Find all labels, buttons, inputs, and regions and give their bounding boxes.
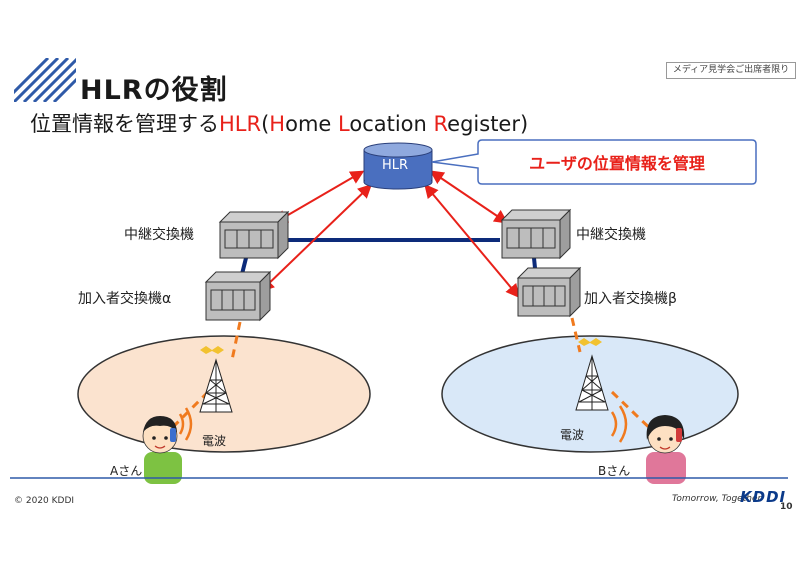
callout-box bbox=[431, 139, 757, 185]
subtitle-part: 位置情報を管理する bbox=[30, 112, 219, 136]
hlr-label: HLR bbox=[382, 158, 409, 173]
left-relay-label: 中継交換機 bbox=[124, 227, 194, 243]
subtitle-part: H bbox=[269, 112, 286, 136]
left-wave-label: 電波 bbox=[202, 434, 227, 448]
subtitle-part: ocation bbox=[349, 112, 434, 136]
left-subscriber-switch-icon bbox=[204, 270, 272, 322]
confidential-badge: メディア見学会ご出席者限り bbox=[666, 62, 796, 79]
user-b-label: Bさん bbox=[598, 464, 631, 478]
subtitle-part: HLR bbox=[219, 112, 262, 136]
left-relay-switch-icon bbox=[218, 210, 290, 260]
kddi-logo: KDDI bbox=[740, 488, 787, 506]
subtitle-part: ( bbox=[261, 112, 270, 136]
subtitle-part: egister) bbox=[447, 112, 529, 136]
left-radio-link-2 bbox=[168, 380, 220, 432]
arrow-hlr-right-subscriber bbox=[424, 183, 520, 299]
right-radio-link-2 bbox=[610, 390, 662, 440]
left-signal-spark-icon bbox=[200, 346, 224, 354]
left-subscriber-label: 加入者交換機α bbox=[78, 291, 172, 307]
right-antenna-tower-icon bbox=[575, 354, 609, 411]
right-relay-switch-icon bbox=[500, 208, 572, 260]
decorative-stripes bbox=[14, 58, 76, 102]
right-radio-wave-icon bbox=[610, 405, 628, 443]
left-radio-link bbox=[230, 321, 242, 361]
page-subtitle: 位置情報を管理するHLR(Home Location Register) bbox=[30, 108, 528, 138]
left-antenna-tower-icon bbox=[199, 358, 233, 413]
right-radio-link bbox=[570, 317, 582, 353]
user-a-avatar bbox=[142, 416, 182, 484]
right-signal-spark-icon bbox=[578, 338, 602, 346]
user-a-label: Aさん bbox=[110, 464, 143, 478]
left-radio-wave-icon bbox=[178, 407, 193, 441]
copyright-text: © 2020 KDDI bbox=[14, 496, 75, 506]
subtitle-part: ome bbox=[285, 112, 338, 136]
hlr-database-icon bbox=[363, 142, 433, 190]
brand-tagline: Tomorrow, Together bbox=[672, 494, 762, 504]
right-relay-label: 中継交換機 bbox=[576, 227, 646, 243]
subtitle-part: R bbox=[433, 112, 448, 136]
arrow-hlr-left-subscriber bbox=[259, 184, 373, 292]
right-subscriber-switch-icon bbox=[516, 266, 582, 318]
subtitle-part: L bbox=[338, 112, 350, 136]
right-subscriber-label: 加入者交換機β bbox=[584, 291, 677, 307]
page-number: 10 bbox=[780, 502, 793, 512]
page-title: HLRの役割 bbox=[80, 75, 228, 106]
right-wave-label: 電波 bbox=[560, 428, 585, 442]
hlr-callout-text: ユーザの位置情報を管理 bbox=[529, 154, 705, 173]
arrow-hlr-left-relay bbox=[273, 170, 365, 224]
user-b-avatar bbox=[646, 415, 686, 484]
